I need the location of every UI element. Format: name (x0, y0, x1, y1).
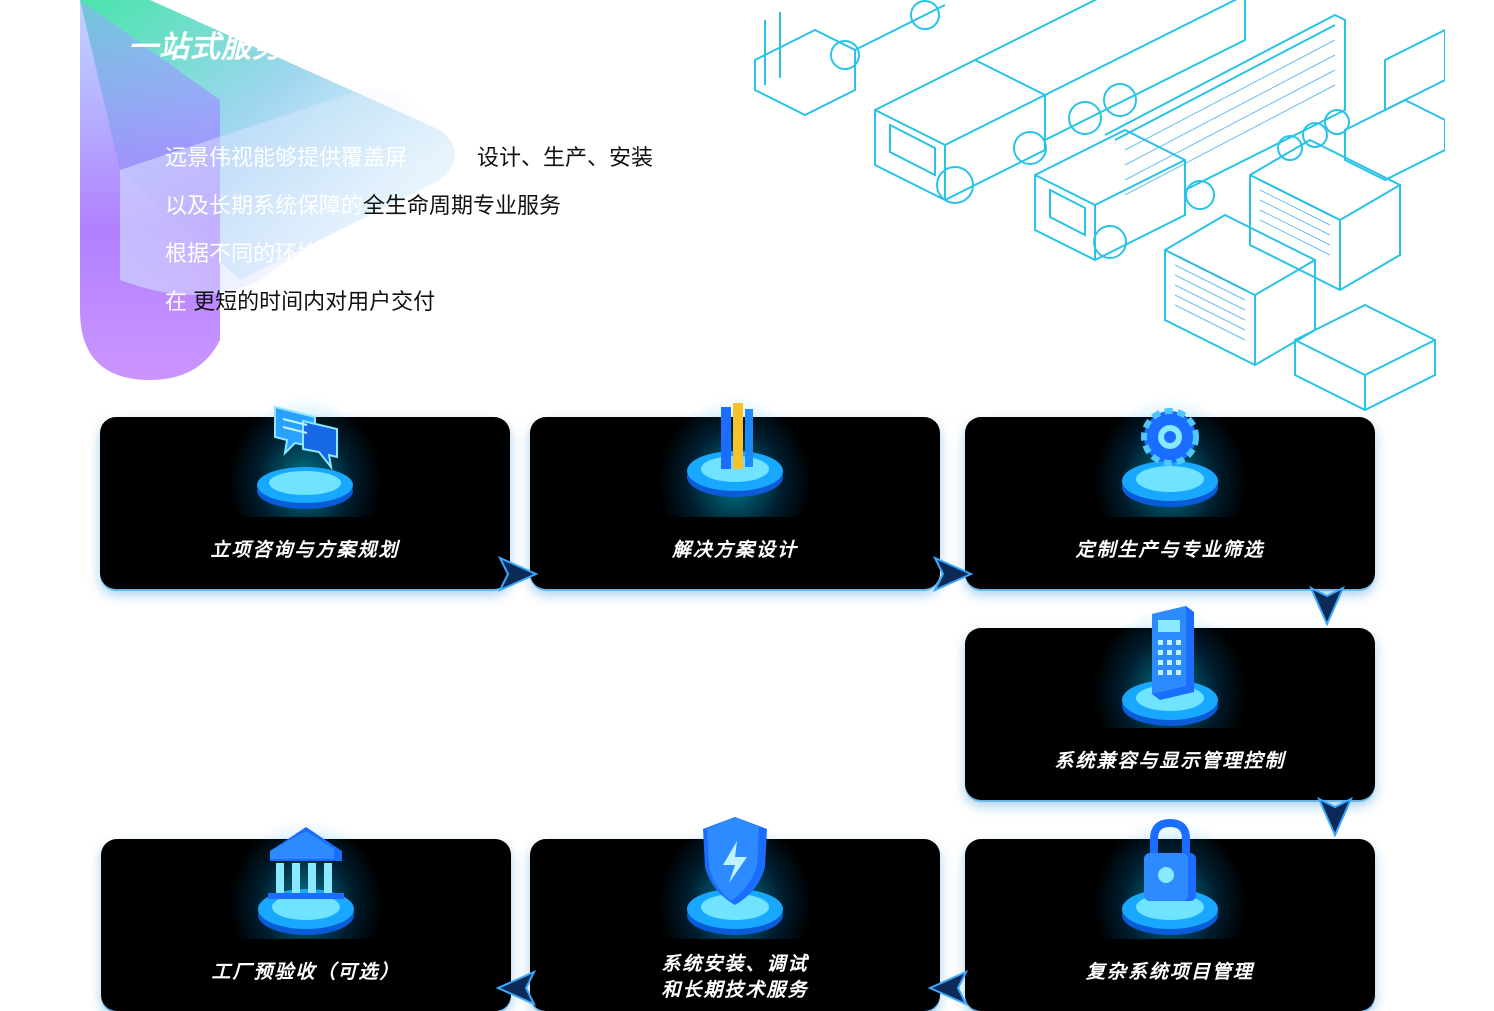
intro-text: 远景伟视能够提供覆盖屏 (165, 145, 408, 170)
step-label: 系统兼容与显示管理控制 (1054, 750, 1286, 772)
gear-icon (1122, 408, 1218, 507)
brand-logo-shape (80, 0, 455, 380)
arrow-left-icon (495, 969, 537, 1007)
intro-text: 在 (165, 289, 188, 314)
intro-paragraph: 远景伟视能够提供覆盖屏 设计、生产、安装 以及长期系统保障的全生命周期专业服务 根… (165, 140, 805, 332)
arrow-right-icon (932, 555, 974, 593)
arrow-right-icon (497, 555, 539, 593)
step-label: 系统安装、调试 和长期技术服务 (530, 951, 940, 1003)
intro-text: 以及长期系统保障的 (165, 193, 364, 218)
remote-control-icon (1122, 606, 1218, 726)
step-label: 复杂系统项目管理 (1085, 961, 1254, 983)
step-card-consulting[interactable]: 立项咨询与方案规划 (100, 397, 510, 589)
intro-line: 远景伟视能够提供覆盖屏 设计、生产、安装 (165, 140, 805, 188)
step-card-project-management[interactable]: 复杂系统项目管理 (965, 818, 1375, 1011)
intro-highlight: 设计、生产、安装 (477, 145, 654, 170)
step-label: 工厂预验收（可选） (211, 961, 401, 983)
arrow-left-icon (927, 969, 969, 1007)
step-card-solution-design[interactable]: 解决方案设计 (530, 397, 940, 589)
intro-highlight: 全生命周期专业服务 (363, 193, 562, 218)
step-card-production[interactable]: 定制生产与专业筛选 (965, 397, 1375, 589)
logistics-illustration (754, 0, 1445, 412)
intro-line: 以及长期系统保障的全生命周期专业服务 (165, 188, 805, 236)
intro-text: 根据不同的环境和实际 (165, 241, 386, 266)
intro-line: 在 更短的时间内对用户交付 (165, 284, 805, 332)
step-card-factory-acceptance[interactable]: 工厂预验收（可选） (101, 819, 511, 1011)
step-label: 解决方案设计 (671, 539, 798, 561)
step-label-line: 和长期技术服务 (661, 979, 809, 1001)
chat-bubbles-icon (257, 405, 353, 509)
arrow-down-icon (1308, 585, 1346, 627)
page-title: 一站式服务 (128, 30, 283, 65)
step-label: 定制生产与专业筛选 (1075, 539, 1265, 561)
step-card-display-control[interactable]: 系统兼容与显示管理控制 (965, 606, 1375, 800)
intro-highlight: 更短的时间内对用户交付 (193, 289, 436, 314)
factory-building-icon (258, 827, 354, 935)
intro-line: 根据不同的环境和实际 (165, 236, 805, 284)
padlock-icon (1122, 818, 1218, 935)
shield-bolt-icon (687, 817, 783, 935)
step-label: 立项咨询与方案规划 (210, 539, 400, 561)
arrow-down-icon (1316, 796, 1354, 838)
pencil-ruler-icon (687, 403, 783, 497)
step-label-line: 系统安装、调试 (661, 953, 809, 975)
step-card-installation[interactable]: 系统安装、调试 和长期技术服务 (530, 817, 940, 1011)
